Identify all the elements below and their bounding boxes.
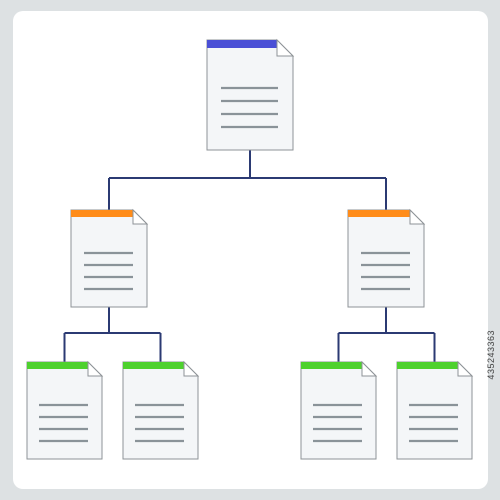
connector-lines: [63, 150, 436, 362]
document-fold: [457, 360, 474, 377]
document-fold: [409, 208, 426, 225]
document-icon-branch-left: [70, 208, 149, 308]
document-fold: [183, 360, 200, 377]
connector-branch-right: [337, 307, 436, 362]
document-page: [122, 361, 199, 460]
document-page: [26, 361, 103, 460]
document-fold: [87, 360, 104, 377]
document-icon-leaf-4: [396, 360, 474, 460]
document-accent-band: [27, 362, 88, 369]
document-page: [70, 209, 148, 308]
document-icon-leaf-1: [26, 360, 104, 460]
document-icon-branch-right: [347, 208, 426, 308]
document-accent-band: [397, 362, 458, 369]
document-accent-band: [71, 210, 133, 217]
document-page: [396, 361, 473, 460]
connector-root: [108, 150, 387, 210]
document-fold: [276, 38, 295, 57]
document-fold: [361, 360, 378, 377]
document-icon-leaf-3: [300, 360, 378, 460]
stock-image-id: 435243363: [486, 330, 496, 380]
document-accent-band: [348, 210, 410, 217]
document-page: [300, 361, 377, 460]
document-page: [347, 209, 425, 308]
document-icon-leaf-2: [122, 360, 200, 460]
document-nodes: [26, 38, 474, 460]
document-icon-root: [206, 38, 295, 151]
connector-branch-left: [63, 307, 162, 362]
document-fold: [132, 208, 149, 225]
document-accent-band: [207, 40, 277, 48]
document-accent-band: [123, 362, 184, 369]
document-accent-band: [301, 362, 362, 369]
